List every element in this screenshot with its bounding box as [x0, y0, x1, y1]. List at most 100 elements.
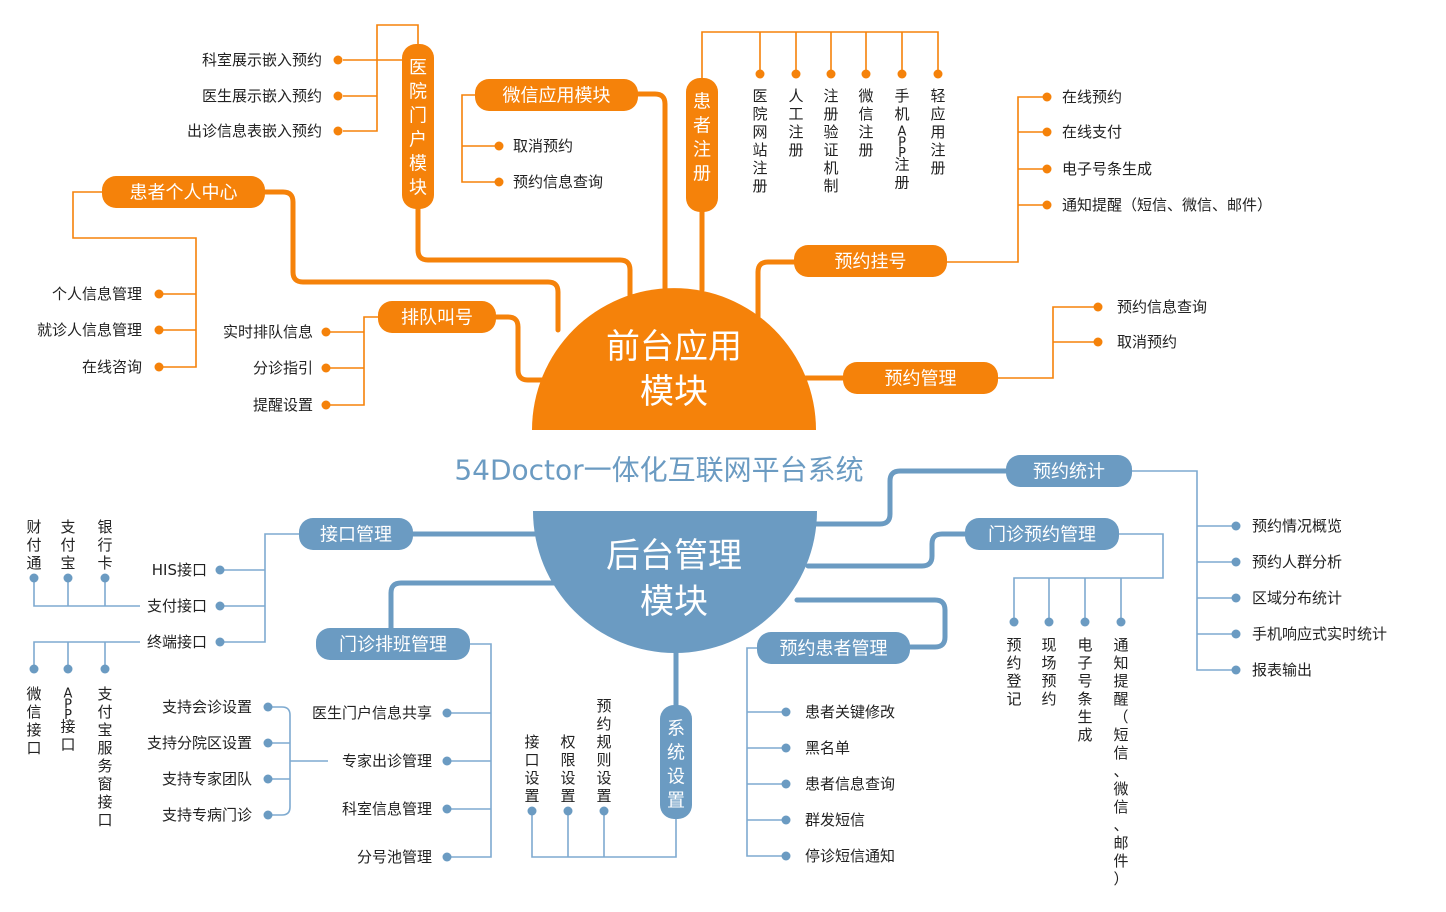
patient-center-pill[interactable]: [102, 176, 265, 208]
connector-line: [492, 314, 548, 383]
clinic-item: 预约登记: [1006, 636, 1021, 708]
booking-item: 通知提醒（短信、微信、邮件）: [1062, 196, 1272, 214]
node-dot: [1231, 557, 1241, 567]
node-dot: [321, 327, 331, 337]
register-module-pill[interactable]: [686, 78, 718, 212]
node-dot: [1042, 127, 1052, 137]
connector-line: [701, 31, 939, 78]
clinic-item: 电子号条生成: [1077, 636, 1092, 744]
schedule-item: 医生门户信息共享: [312, 704, 432, 722]
node-dot: [897, 69, 907, 79]
stats-item: 手机响应式实时统计: [1252, 625, 1387, 643]
pay-item: 银行卡: [97, 518, 112, 572]
queue-module-pill[interactable]: [378, 301, 496, 333]
node-dot: [442, 708, 452, 718]
connector-line: [72, 191, 197, 368]
system-module-pill-label: 系统设置: [667, 719, 685, 812]
front-hub-title: 模块: [640, 372, 708, 412]
connector-line: [746, 647, 782, 857]
node-dot: [154, 325, 164, 335]
node-dot: [215, 601, 225, 611]
node-dot: [442, 756, 452, 766]
node-dot: [154, 362, 164, 372]
connector-line: [461, 94, 495, 183]
node-dot: [861, 69, 871, 79]
register-item: 注册验证机制: [823, 87, 838, 195]
register-item: 医院网站注册: [752, 87, 767, 195]
node-dot: [333, 91, 343, 101]
wechat-module-pill[interactable]: [475, 79, 638, 111]
register-item: 轻应用注册: [930, 87, 945, 177]
schedule-sub-item: 支持分院区设置: [147, 734, 252, 752]
terminal-item: 支付宝服务窗接口: [97, 685, 112, 829]
node-dot: [1042, 200, 1052, 210]
platform-title: 54Doctor一体化互联网平台系统: [454, 454, 863, 487]
connector-line: [805, 531, 968, 569]
schedule-item: 分号池管理: [357, 848, 432, 866]
stats-item: 预约人群分析: [1252, 553, 1342, 571]
manage-module-pill-label: 预约管理: [885, 369, 957, 390]
patient-module-pill[interactable]: [757, 632, 910, 664]
queue-item: 提醒设置: [253, 396, 313, 414]
node-dot: [100, 664, 110, 674]
node-dot: [1093, 302, 1103, 312]
schedule-sub-item: 支持专家团队: [162, 770, 252, 788]
node-dot: [1042, 92, 1052, 102]
stats-item: 报表输出: [1252, 661, 1312, 679]
booking-item: 电子号条生成: [1062, 160, 1152, 178]
node-dot: [1044, 617, 1054, 627]
schedule-sub-item: 支持专病门诊: [162, 806, 252, 824]
pay-item: 支付宝: [60, 518, 75, 572]
node-dot: [933, 69, 943, 79]
node-dot: [1231, 665, 1241, 675]
manage-item: 预约信息查询: [1117, 298, 1207, 316]
node-dot: [1080, 617, 1090, 627]
stats-module-pill[interactable]: [1006, 455, 1132, 487]
node-dot: [263, 774, 273, 784]
node-dot: [563, 806, 573, 816]
clinic-module-pill[interactable]: [965, 518, 1119, 550]
node-dot: [781, 707, 791, 717]
interface-item: HIS接口: [152, 561, 207, 579]
booking-item: 在线支付: [1062, 123, 1122, 141]
portal-module-pill[interactable]: [402, 44, 434, 209]
system-module-pill[interactable]: [660, 705, 692, 819]
node-dot: [215, 565, 225, 575]
connector-line: [33, 641, 140, 665]
connector-line: [531, 815, 677, 858]
pay-item: 财付通: [26, 518, 41, 572]
patient-item: 患者关键修改: [805, 703, 895, 721]
register-module-pill-label: 患者注册: [693, 92, 711, 185]
manage-item: 取消预约: [1117, 333, 1177, 351]
front-hub-title: 前台应用: [606, 327, 742, 367]
clinic-module-pill-label: 门诊预约管理: [988, 525, 1096, 546]
system-item: 预约规则设置: [596, 697, 611, 805]
stats-module-pill-label: 预约统计: [1033, 462, 1105, 483]
patient-center-pill-label: 患者个人中心: [130, 183, 238, 204]
wechat-module-pill-label: 微信应用模块: [503, 86, 611, 107]
booking-module-pill[interactable]: [794, 245, 947, 277]
node-dot: [442, 852, 452, 862]
node-dot: [333, 55, 343, 65]
node-dot: [442, 804, 452, 814]
interface-module-pill[interactable]: [299, 518, 413, 550]
connector-line: [415, 187, 633, 299]
node-dot: [1093, 337, 1103, 347]
portal-item: 科室展示嵌入预约: [202, 51, 322, 69]
center-item: 在线咨询: [82, 358, 142, 376]
node-dot: [781, 779, 791, 789]
manage-module-pill[interactable]: [843, 362, 998, 394]
connector-line: [947, 96, 1043, 263]
node-dot: [263, 702, 273, 712]
patient-item: 群发短信: [805, 811, 865, 829]
queue-item: 分诊指引: [253, 359, 313, 377]
queue-item: 实时排队信息: [223, 323, 313, 341]
node-dot: [1231, 629, 1241, 639]
schedule-module-pill-label: 门诊排班管理: [339, 635, 447, 656]
patient-item: 停诊短信通知: [805, 847, 895, 865]
node-dot: [781, 815, 791, 825]
schedule-module-pill[interactable]: [316, 628, 470, 660]
node-dot: [1116, 617, 1126, 627]
node-dot: [755, 69, 765, 79]
back-hub-title: 后台管理: [606, 536, 742, 576]
